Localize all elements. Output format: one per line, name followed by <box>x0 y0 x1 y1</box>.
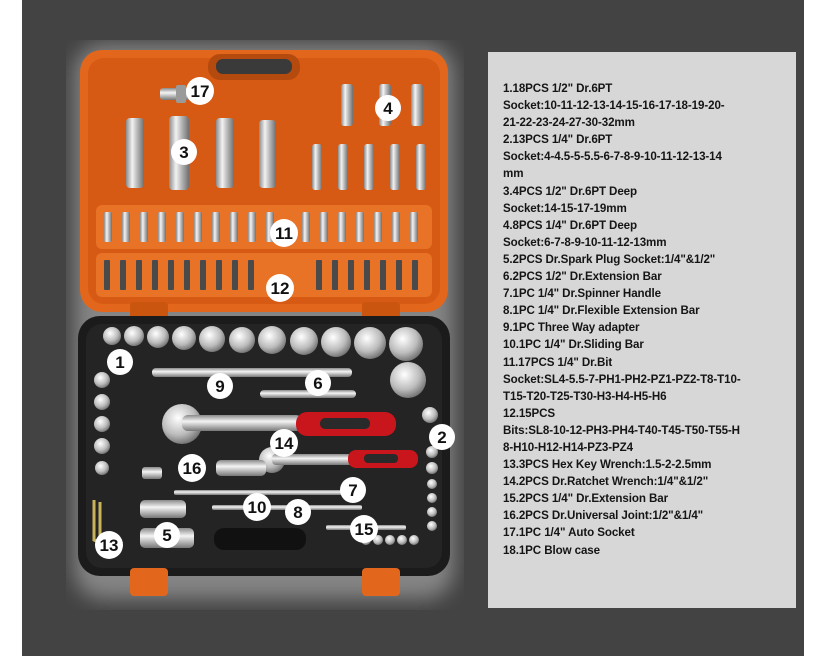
callout-15: 15 <box>350 515 378 543</box>
contents-line: Socket:4-4.5-5-5.5-6-7-8-9-10-11-12-13-1… <box>503 150 722 164</box>
callout-8: 8 <box>285 499 311 525</box>
contents-line: 21-22-23-24-27-30-32mm <box>503 116 635 130</box>
universal-joints <box>142 460 266 479</box>
contents-line: T15-T20-T25-T30-H3-H4-H5-H6 <box>503 389 667 403</box>
svg-text:5: 5 <box>162 526 171 545</box>
contents-line: Socket:14-15-17-19mm <box>503 201 627 215</box>
contents-line: 18.1PC Blow case <box>503 543 600 557</box>
callout-1: 1 <box>107 349 133 375</box>
callout-3: 3 <box>171 139 197 165</box>
contents-line: 15.2PCS 1/4" Dr.Extension Bar <box>503 492 668 506</box>
svg-text:14: 14 <box>275 434 294 453</box>
callout-4: 4 <box>375 95 401 121</box>
callout-7: 7 <box>340 477 366 503</box>
svg-text:4: 4 <box>383 99 393 118</box>
svg-text:12: 12 <box>271 279 290 298</box>
contents-line: 4.8PCS 1/4" Dr.6PT Deep <box>503 218 638 232</box>
contents-line: 6.2PCS 1/2" Dr.Extension Bar <box>503 270 662 284</box>
contents-line: Socket:6-7-8-9-10-11-12-13mm <box>503 235 667 249</box>
contents-line: 2.13PCS 1/4" Dr.6PT <box>503 133 613 147</box>
svg-text:17: 17 <box>191 82 210 101</box>
callout-11: 11 <box>270 219 298 247</box>
contents-line: 13.3PCS Hex Key Wrench:1.5-2-2.5mm <box>503 458 712 472</box>
callout-16: 16 <box>178 454 206 482</box>
contents-line: 5.2PCS Dr.Spark Plug Socket:1/4"&1/2" <box>503 252 716 266</box>
contents-line: mm <box>503 167 524 181</box>
contents-line: Bits:SL8-10-12-PH3-PH4-T40-T45-T50-T55-H <box>503 423 740 437</box>
half-inch-sockets-left-column <box>94 372 110 475</box>
ratchet-half-inch <box>162 404 396 444</box>
contents-list-panel: 1.18PCS 1/2" Dr.6PT Socket:10-11-12-13-14… <box>488 52 796 608</box>
contents-list: 1.18PCS 1/2" Dr.6PT Socket:10-11-12-13-14… <box>503 80 795 559</box>
contents-line: 7.1PC 1/4" Dr.Spinner Handle <box>503 287 661 301</box>
product-image-stage: 1 2 3 4 5 6 7 <box>22 0 804 656</box>
contents-line: Socket:10-11-12-13-14-15-16-17-18-19-20- <box>503 99 725 113</box>
contents-line: Socket:SL4-5.5-7-PH1-PH2-PZ1-PZ2-T8-T10- <box>503 372 741 386</box>
bit-sockets-row <box>104 212 418 242</box>
deep-sockets-quarter-inch-row <box>312 144 426 190</box>
svg-text:7: 7 <box>348 481 357 500</box>
screwdriver-bits-row <box>104 260 418 290</box>
svg-text:11: 11 <box>275 224 293 243</box>
contents-line: 17.1PC 1/4" Auto Socket <box>503 526 635 540</box>
callout-2: 2 <box>429 424 455 450</box>
contents-line: 8-H10-H12-H14-PZ3-PZ4 <box>503 440 633 454</box>
tool-case-photo: 1 2 3 4 5 6 7 <box>66 40 464 610</box>
ratchet-quarter-inch <box>259 447 418 473</box>
contents-line: 1.18PCS 1/2" Dr.6PT <box>503 82 613 95</box>
svg-text:1: 1 <box>115 353 124 372</box>
svg-text:15: 15 <box>355 520 374 539</box>
callout-6: 6 <box>305 370 331 396</box>
tool-case-illustration: 1 2 3 4 5 6 7 <box>74 44 455 599</box>
quarter-inch-sockets-right-column <box>422 407 438 531</box>
svg-text:16: 16 <box>183 459 202 478</box>
svg-text:13: 13 <box>100 536 119 555</box>
svg-text:6: 6 <box>313 374 322 393</box>
contents-line: 11.17PCS 1/4" Dr.Bit <box>503 355 613 369</box>
contents-line: 9.1PC Three Way adapter <box>503 321 640 335</box>
callout-17: 17 <box>186 77 214 105</box>
callout-12: 12 <box>266 274 294 302</box>
callout-5: 5 <box>154 522 180 548</box>
callout-9: 9 <box>207 373 233 399</box>
svg-text:8: 8 <box>293 503 302 522</box>
svg-text:2: 2 <box>437 428 446 447</box>
contents-line: 14.2PCS Dr.Ratchet Wrench:1/4"&1/2" <box>503 475 709 489</box>
auto-socket <box>160 85 190 103</box>
svg-text:3: 3 <box>179 143 188 162</box>
contents-line: 12.15PCS <box>503 406 556 420</box>
svg-text:9: 9 <box>215 377 224 396</box>
contents-line: 16.2PCS Dr.Universal Joint:1/2"&1/4" <box>503 509 704 523</box>
callout-10: 10 <box>243 493 271 521</box>
half-inch-sockets-top-row <box>103 326 426 398</box>
contents-line: 10.1PC 1/4" Dr.Sliding Bar <box>503 338 644 352</box>
svg-text:10: 10 <box>248 498 267 517</box>
callout-14: 14 <box>270 429 298 457</box>
contents-line: 3.4PCS 1/2" Dr.6PT Deep <box>503 184 638 198</box>
callout-13: 13 <box>95 531 123 559</box>
contents-line: 8.1PC 1/4" Dr.Flexible Extension Bar <box>503 304 700 318</box>
